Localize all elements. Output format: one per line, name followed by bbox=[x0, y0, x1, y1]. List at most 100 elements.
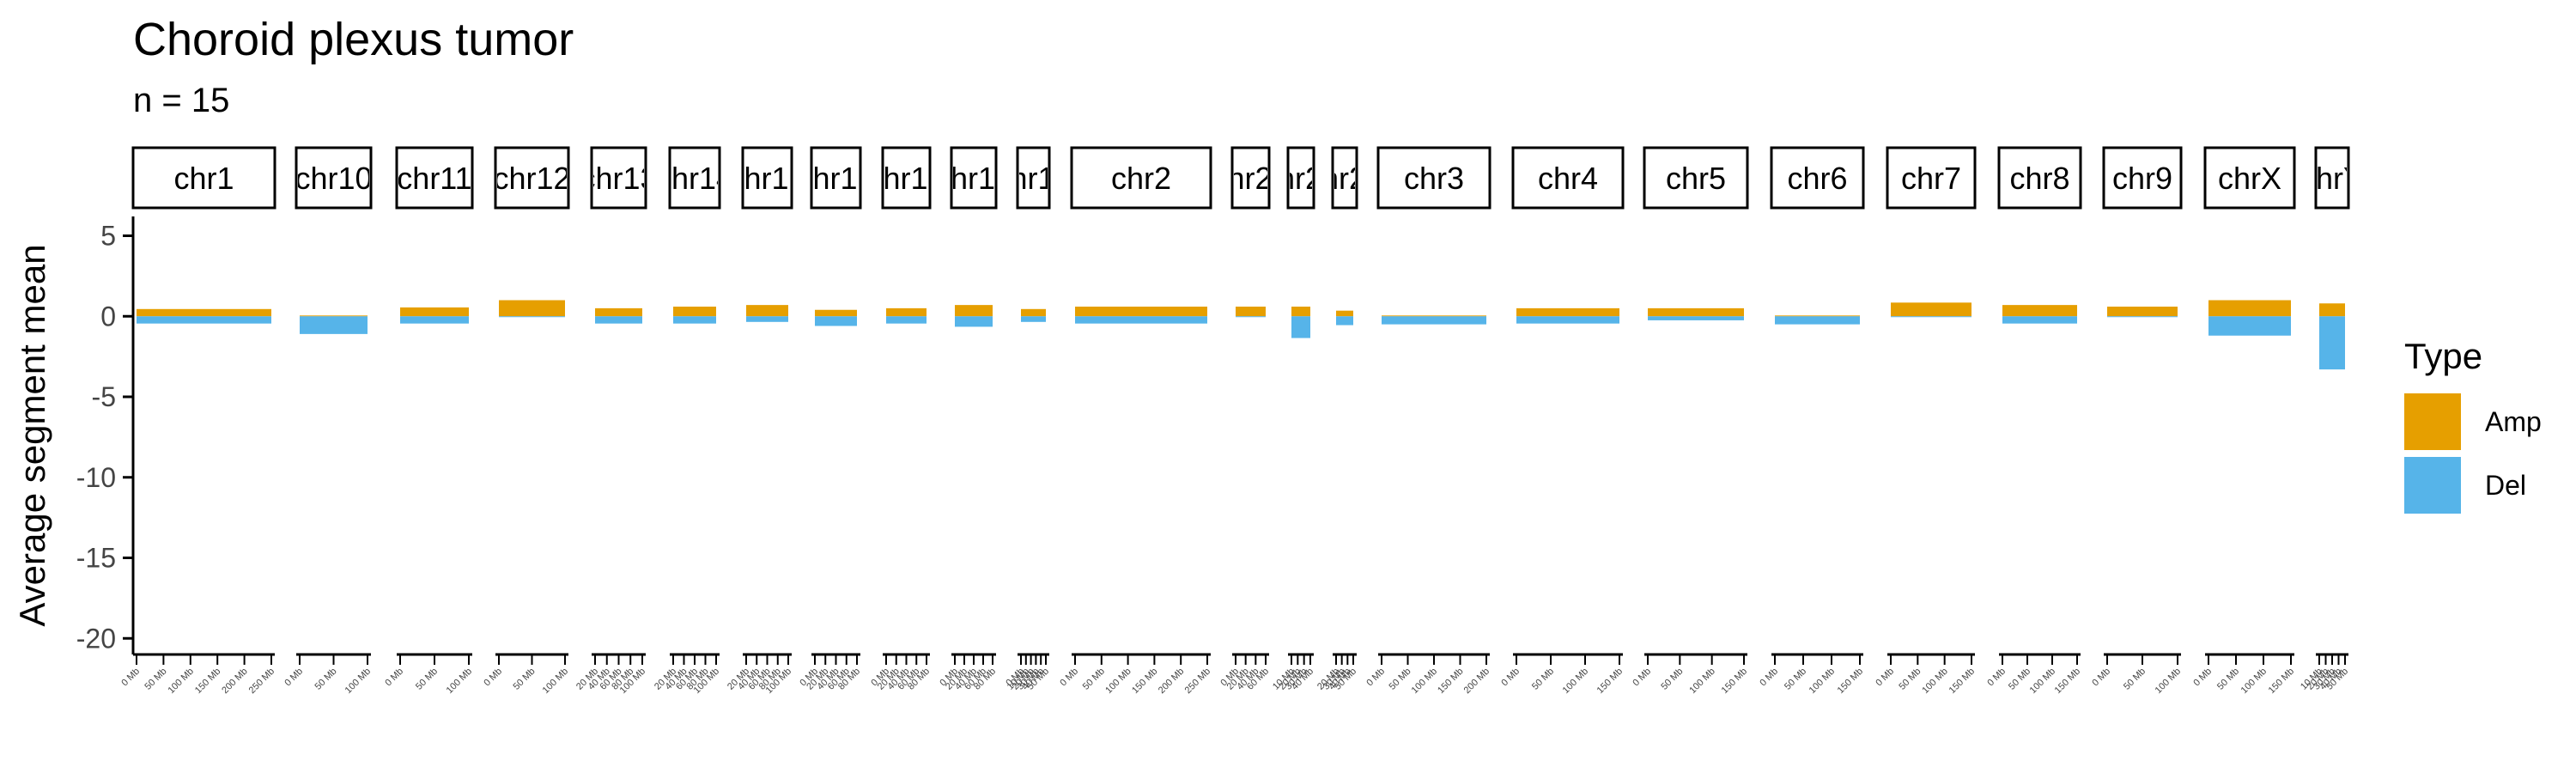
x-tick-label-chr4-3: 150 Mb bbox=[1595, 666, 1625, 696]
strip-chr19 bbox=[1016, 146, 1051, 210]
strip-label-chr6: chr6 bbox=[1787, 161, 1847, 196]
strip-label-chr17: chr17 bbox=[867, 161, 945, 196]
x-tick-label-chr6-2: 100 Mb bbox=[1807, 666, 1837, 696]
x-tick-label-chr6-1: 50 Mb bbox=[1783, 666, 1808, 692]
legend: Type Amp Del bbox=[2404, 335, 2542, 517]
x-tick-label-chr9-1: 50 Mb bbox=[2122, 666, 2148, 692]
bar-amp-chr12 bbox=[499, 300, 565, 317]
bar-del-chr3 bbox=[1382, 316, 1486, 325]
legend-key-amp bbox=[2404, 393, 2461, 450]
strip-chr9 bbox=[2102, 146, 2183, 210]
strip-chr12 bbox=[494, 146, 570, 210]
x-tick-label-chr4-2: 100 Mb bbox=[1561, 666, 1590, 696]
bar-amp-chr8 bbox=[2002, 305, 2077, 317]
strip-chr3 bbox=[1376, 146, 1492, 210]
bar-del-chr1 bbox=[137, 316, 271, 324]
x-tick-label-chrx-1: 50 Mb bbox=[2215, 666, 2241, 692]
x-tick-label-chr1-5: 250 Mb bbox=[247, 666, 276, 696]
bar-del-chr8 bbox=[2002, 316, 2077, 324]
y-tick-label--20: -20 bbox=[76, 623, 116, 654]
strip-chr18 bbox=[950, 146, 998, 210]
strip-chr1 bbox=[131, 146, 276, 210]
strip-label-chr5: chr5 bbox=[1666, 161, 1726, 196]
strip-chr20 bbox=[1230, 146, 1271, 210]
x-tick-label-chr3-2: 100 Mb bbox=[1410, 666, 1439, 696]
bar-amp-chr16 bbox=[815, 309, 857, 317]
bar-amp-chr5 bbox=[1648, 307, 1744, 317]
x-tick-label-chr2-3: 150 Mb bbox=[1130, 666, 1159, 696]
strip-chry bbox=[2314, 146, 2350, 210]
x-tick-label-chr3-3: 150 Mb bbox=[1436, 666, 1465, 696]
x-tick-label-chr2-2: 100 Mb bbox=[1103, 666, 1133, 696]
bar-del-chr20 bbox=[1236, 316, 1266, 318]
strip-label-chr20: chr20 bbox=[1212, 161, 1289, 196]
bar-del-chr18 bbox=[955, 316, 993, 327]
strip-label-chr16: chr16 bbox=[797, 161, 874, 196]
strip-label-chr11: chr11 bbox=[397, 161, 471, 196]
legend-label-amp: Amp bbox=[2485, 405, 2542, 437]
bar-amp-chr6 bbox=[1775, 315, 1860, 317]
bar-del-chr15 bbox=[746, 316, 788, 322]
x-tick-label-chr12-1: 50 Mb bbox=[512, 666, 538, 692]
bar-del-chr9 bbox=[2107, 316, 2178, 318]
x-tick-label-chr7-2: 100 Mb bbox=[1920, 666, 1949, 696]
chart-title: Choroid plexus tumor bbox=[133, 14, 574, 65]
bar-del-chr2 bbox=[1075, 316, 1207, 324]
strip-label-chr13: chr13 bbox=[580, 161, 657, 196]
strip-label-chr14: chr14 bbox=[656, 161, 733, 196]
strip-label-chr22: chr22 bbox=[1306, 161, 1383, 196]
strip-chr14 bbox=[668, 146, 721, 210]
bar-del-chr14 bbox=[673, 316, 716, 324]
strip-label-chr4: chr4 bbox=[1538, 161, 1598, 196]
strip-label-chr19: chr19 bbox=[994, 161, 1072, 196]
strip-chr6 bbox=[1770, 146, 1865, 210]
x-tick-label-chr8-0: 0 Mb bbox=[1985, 666, 2008, 689]
strip-label-chr12: chr12 bbox=[493, 161, 570, 196]
bar-del-chr17 bbox=[886, 316, 927, 324]
bar-amp-chr11 bbox=[400, 307, 469, 317]
strip-chr16 bbox=[810, 146, 862, 210]
x-tick-label-chr1-1: 50 Mb bbox=[143, 666, 168, 692]
x-tick-label-chr10-0: 0 Mb bbox=[283, 666, 305, 689]
bar-amp-chr14 bbox=[673, 307, 716, 317]
strip-label-chr18: chr18 bbox=[935, 161, 1012, 196]
bar-del-chr19 bbox=[1021, 316, 1046, 322]
bar-amp-chr7 bbox=[1891, 302, 1971, 317]
x-tick-label-chrx-0: 0 Mb bbox=[2191, 666, 2214, 689]
bar-del-chrx bbox=[2208, 316, 2291, 336]
strip-label-chrx: chrX bbox=[2218, 161, 2281, 196]
bar-amp-chr21 bbox=[1291, 307, 1310, 317]
strip-chr2 bbox=[1070, 146, 1212, 210]
x-tick-label-chr4-1: 50 Mb bbox=[1530, 666, 1556, 692]
strip-chr17 bbox=[881, 146, 932, 210]
y-tick-label--10: -10 bbox=[76, 462, 116, 493]
x-tick-label-chr10-2: 100 Mb bbox=[343, 666, 373, 696]
strip-label-chr3: chr3 bbox=[1404, 161, 1464, 196]
bar-amp-chr20 bbox=[1236, 307, 1266, 317]
bar-amp-chr1 bbox=[137, 308, 271, 317]
bar-amp-chr4 bbox=[1516, 307, 1619, 317]
chart-subtitle: n = 15 bbox=[133, 82, 230, 119]
bar-amp-chry bbox=[2319, 303, 2345, 317]
x-tick-label-chr6-0: 0 Mb bbox=[1758, 666, 1780, 689]
x-tick-label-chr7-1: 50 Mb bbox=[1897, 666, 1923, 692]
x-tick-label-chr1-2: 100 Mb bbox=[166, 666, 195, 696]
x-tick-label-chr8-3: 150 Mb bbox=[2053, 666, 2082, 696]
